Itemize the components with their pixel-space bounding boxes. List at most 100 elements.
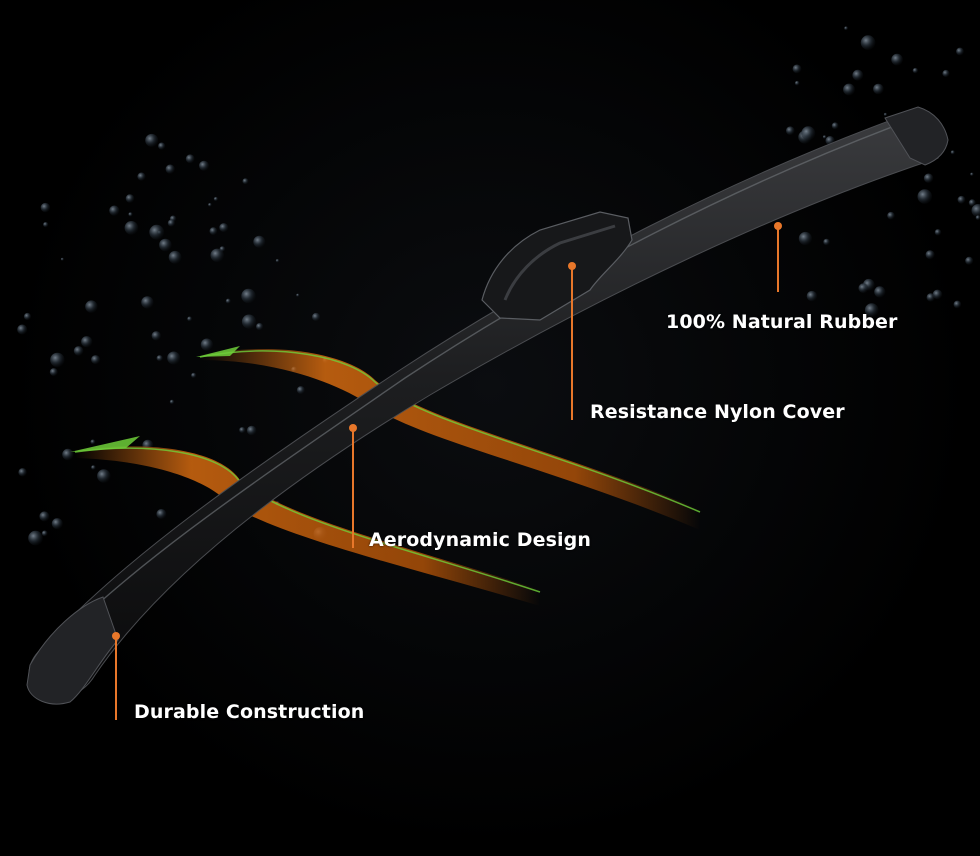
water-droplet [199,160,209,171]
water-droplet [971,204,980,217]
water-droplet [97,469,111,483]
water-droplet [239,427,246,434]
wiper-blade [26,106,949,705]
water-droplet [887,211,895,220]
water-droplets [17,26,980,546]
water-droplet [185,154,195,164]
water-droplet [874,286,886,298]
water-droplet [125,194,135,203]
water-droplet [165,164,175,174]
water-droplet [925,250,935,260]
water-droplet [23,312,32,321]
water-droplet [860,35,876,50]
water-droplet [60,257,64,261]
water-droplet [158,142,166,150]
callout-aerodynamic-design: Aerodynamic Design [369,529,591,551]
water-droplet [794,80,800,86]
blade-end-cap-left [26,596,119,705]
water-droplet [43,222,49,228]
callout-leaders [115,226,779,720]
water-droplet [864,303,879,317]
water-droplet [145,133,159,147]
water-droplet [968,199,976,207]
water-droplet [73,346,84,356]
water-droplet [831,122,839,130]
water-droplet [62,448,74,461]
water-droplet [912,67,919,74]
water-droplet [965,256,974,265]
water-droplet [17,324,28,335]
water-droplet [801,126,816,141]
water-droplet [792,64,802,74]
water-droplet [18,468,27,477]
water-droplet [128,212,133,217]
water-droplet [213,196,218,202]
water-droplet [159,238,172,252]
water-droplet [296,293,300,297]
water-droplet [246,425,257,436]
water-droplet [168,250,182,264]
water-droplet [296,386,305,395]
water-droplet [39,511,50,522]
water-droplet [942,69,950,78]
airflow-arrowhead-lower [70,436,140,452]
water-droplet [256,323,264,331]
water-droplet [219,223,229,233]
water-droplet [28,530,43,546]
dot-nylon-cover [568,262,576,270]
water-droplet [40,202,51,213]
water-droplet [823,238,830,246]
water-droplet [209,227,218,236]
water-droplet [49,368,58,377]
water-droplet [41,530,48,537]
water-droplet [806,290,818,302]
water-droplet [923,173,934,183]
airflow-stream-upper [200,349,700,530]
dot-durable [112,632,120,640]
water-droplet [917,189,933,204]
water-droplet [225,298,231,304]
airflow-arrowhead-upper [196,346,240,357]
water-droplet [798,231,813,246]
water-droplet [858,283,869,294]
dot-natural-rubber [774,222,782,230]
water-droplet [253,235,266,248]
water-droplet [124,221,139,235]
water-droplet [852,69,864,81]
water-droplet [91,465,96,470]
water-droplet [926,293,935,302]
callout-dots [112,222,782,640]
water-droplet [950,150,955,155]
water-droplet [934,229,942,236]
water-droplet [81,336,93,348]
water-droplet [91,355,101,365]
water-droplet [169,399,175,405]
water-droplet [187,316,193,322]
water-droplet [957,195,966,204]
airflow-stream-lower [75,446,540,606]
water-droplet [970,172,974,176]
water-droplet [786,126,795,135]
water-droplet [51,518,63,530]
water-droplet [191,372,197,378]
water-droplet [200,338,213,351]
water-droplet [275,259,280,263]
water-droplet [822,135,827,139]
water-droplet [843,83,855,96]
water-droplet [50,352,65,368]
water-droplet [241,314,257,329]
water-droplet [210,248,224,262]
blade-body [28,114,941,699]
water-droplet [109,205,120,216]
blade-highlight [47,121,906,653]
blade-connector [481,211,633,321]
water-droplet [137,172,146,181]
water-droplet [312,312,321,322]
water-droplet [167,351,181,365]
water-droplet [151,331,161,341]
water-droplet [241,288,256,304]
water-droplet [156,509,167,519]
water-droplet [149,224,165,240]
